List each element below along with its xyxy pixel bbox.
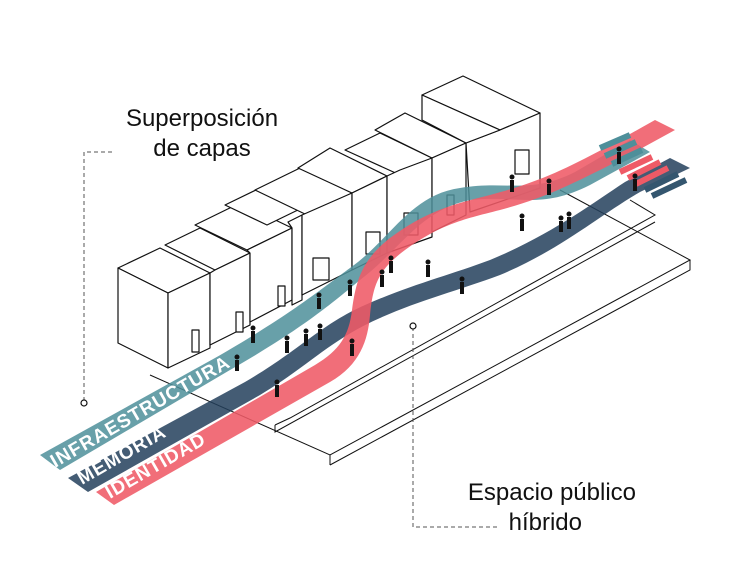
space-label: Espacio público híbrido: [430, 478, 636, 538]
person-icon: [250, 325, 256, 343]
building-row: [117, 75, 541, 369]
space-label-line2: híbrido: [508, 509, 582, 536]
pedestrians: [234, 146, 638, 397]
building: [254, 167, 353, 296]
person-icon: [566, 211, 572, 229]
person-icon: [303, 328, 309, 346]
leader-dot-right: [409, 322, 417, 330]
band-identidad: [96, 120, 675, 505]
person-icon: [616, 146, 622, 164]
building: [117, 247, 211, 369]
person-icon: [347, 279, 353, 296]
person-icon: [558, 215, 564, 232]
layers-label: Superposición de capas: [112, 104, 292, 164]
leader-dot-left: [80, 399, 88, 407]
band-infraestructura: [40, 140, 650, 470]
person-icon: [274, 379, 280, 397]
band-memoria: [68, 158, 690, 492]
person-icon: [632, 173, 638, 191]
layers-label-line1: Superposición: [125, 105, 279, 132]
person-icon: [379, 269, 385, 287]
building: [224, 187, 303, 306]
layers-label-line2: de capas: [153, 135, 251, 162]
person-icon: [284, 335, 290, 353]
person-icon: [425, 259, 431, 277]
person-icon: [317, 323, 323, 340]
person-icon: [388, 255, 394, 273]
person-icon: [234, 354, 240, 371]
leader-lines: [83, 151, 497, 528]
space-label-line1: Espacio público: [467, 479, 636, 506]
person-icon: [349, 338, 355, 356]
person-icon: [519, 213, 525, 231]
person-icon: [509, 174, 515, 192]
person-icon: [316, 292, 322, 309]
person-icon: [546, 178, 552, 195]
person-icon: [459, 276, 465, 294]
